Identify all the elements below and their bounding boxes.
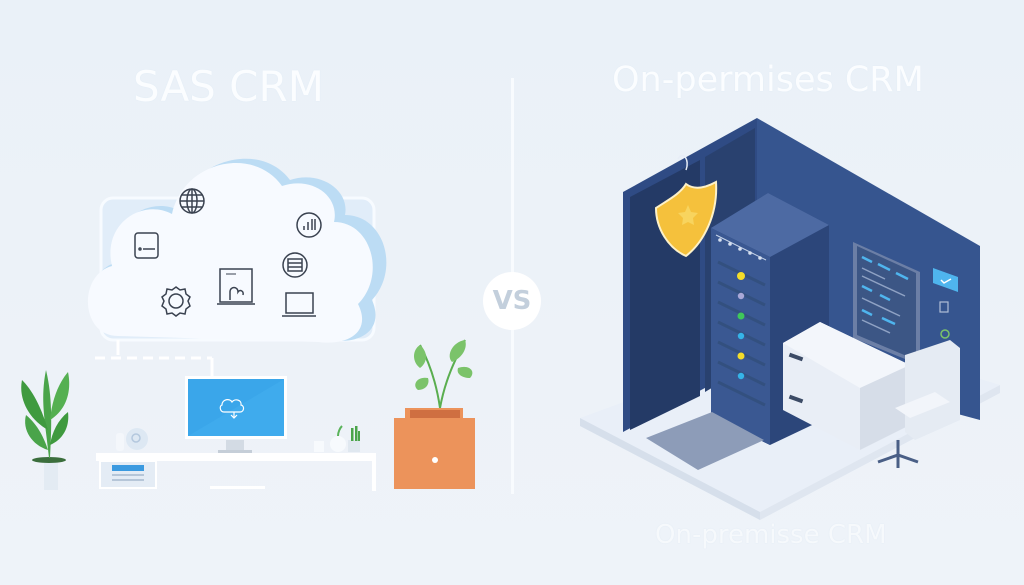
cloud-board-icon xyxy=(217,268,255,305)
laptop-icon xyxy=(282,292,316,317)
cabinet-with-plant xyxy=(394,339,475,489)
vs-badge: VS xyxy=(483,272,541,330)
server-icon xyxy=(282,252,308,278)
vs-label: VS xyxy=(492,286,532,316)
bar-chart-icon xyxy=(296,212,322,238)
on-premise-crm-caption: On-premisse CRM xyxy=(655,520,887,550)
globe-icon xyxy=(179,188,205,214)
on-premises-crm-title: On-permises CRM xyxy=(612,60,924,100)
checkmark-icon xyxy=(933,268,958,292)
potted-plant-left xyxy=(21,370,70,490)
document-icon xyxy=(939,301,949,313)
document-icon xyxy=(134,232,159,259)
circle-icon xyxy=(940,329,950,339)
saas-crm-title: SAS CRM xyxy=(133,62,324,111)
cloud-sync-icon xyxy=(219,399,245,419)
gear-icon xyxy=(161,286,191,317)
